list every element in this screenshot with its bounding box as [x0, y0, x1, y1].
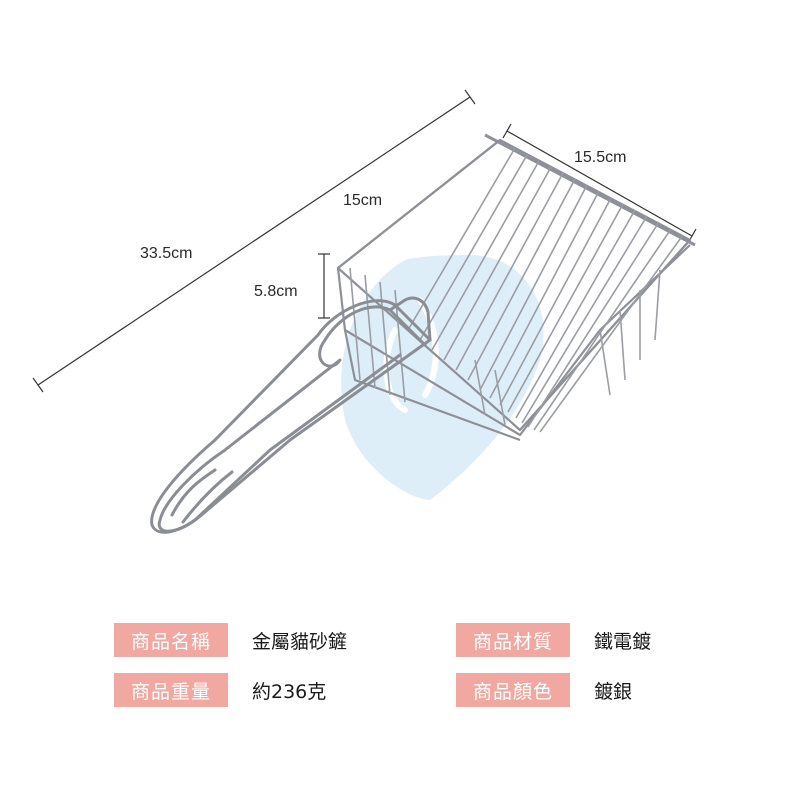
- spec-label-weight: 商品重量: [114, 673, 228, 707]
- spec-label-color: 商品顏色: [456, 673, 570, 707]
- spec-value-name: 金屬貓砂鏟: [252, 630, 348, 653]
- spec-row-weight: 商品重量 約236克: [114, 672, 326, 708]
- spec-value-color: 鍍銀: [594, 680, 633, 703]
- scoop-length-label: 15cm: [343, 192, 382, 209]
- spec-label-material: 商品材質: [456, 623, 570, 657]
- scoop-handle: [150, 296, 432, 534]
- spec-row-material: 商品材質 鐵電鍍: [456, 622, 651, 658]
- scoop-width-label: 15.5cm: [574, 149, 626, 166]
- spec-row-color: 商品顏色 鍍銀: [456, 672, 632, 708]
- length-label: 33.5cm: [140, 245, 192, 262]
- dimension-lines: [32, 89, 697, 393]
- height-label: 5.8cm: [254, 283, 298, 300]
- spec-label-name: 商品名稱: [114, 623, 228, 657]
- scoop-basket: [336, 133, 696, 442]
- product-figure: 33.5cm 15cm 15.5cm 5.8cm: [32, 89, 697, 534]
- spec-row-name: 商品名稱 金屬貓砂鏟: [114, 622, 347, 658]
- spec-value-material: 鐵電鍍: [594, 630, 652, 653]
- spec-value-weight: 約236克: [252, 680, 327, 703]
